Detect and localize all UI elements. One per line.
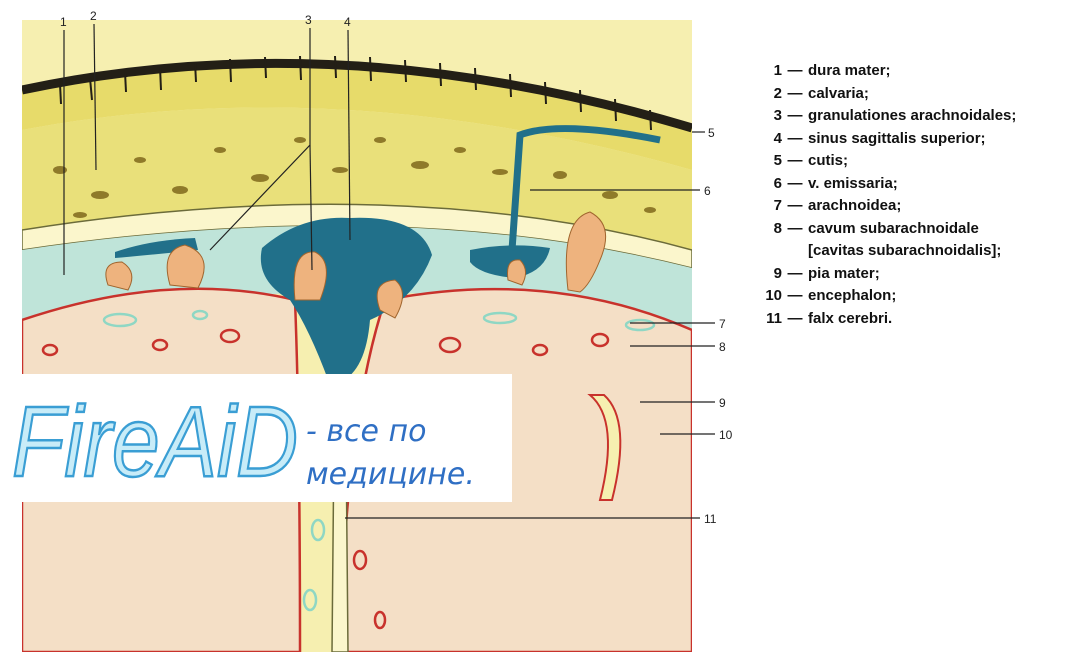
legend-text: cavum subarachnoidale	[808, 218, 979, 241]
legend-item-7: 7 — arachnoidea;	[752, 195, 1070, 218]
watermark-tagline-1: - все по	[306, 414, 427, 449]
legend-text: arachnoidea;	[808, 195, 901, 218]
legend-item-2: 2 — calvaria;	[752, 83, 1070, 106]
legend-number: 1	[752, 60, 782, 83]
legend-number: 9	[752, 263, 782, 286]
callout-4: 4	[344, 15, 351, 29]
legend: 1 — dura mater; 2 — calvaria; 3 — granul…	[752, 60, 1070, 330]
legend-number: 5	[752, 150, 782, 173]
legend-item-8: 8 — cavum subarachnoidale	[752, 218, 1070, 241]
callout-2: 2	[90, 9, 97, 23]
legend-text: sinus sagittalis superior;	[808, 128, 986, 151]
watermark-tagline-2: медицине.	[306, 457, 475, 492]
legend-dash: —	[782, 83, 808, 106]
legend-number: 10	[752, 285, 782, 308]
legend-number: 8	[752, 218, 782, 241]
legend-number: 3	[752, 105, 782, 128]
legend-dash: —	[782, 105, 808, 128]
legend-item-5: 5 — cutis;	[752, 150, 1070, 173]
callout-11: 11	[704, 512, 717, 526]
legend-item-4: 4 — sinus sagittalis superior;	[752, 128, 1070, 151]
legend-dash: —	[782, 218, 808, 241]
legend-number: 11	[752, 308, 782, 331]
legend-text: v. emissaria;	[808, 173, 898, 196]
legend-dash: —	[782, 173, 808, 196]
callout-6: 6	[704, 184, 711, 198]
legend-text: calvaria;	[808, 83, 869, 106]
legend-dash: —	[782, 285, 808, 308]
legend-item-8-continuation: [cavitas subarachnoidalis];	[752, 240, 1070, 263]
callout-8: 8	[719, 340, 726, 354]
callout-7: 7	[719, 317, 726, 331]
legend-item-6: 6 — v. emissaria;	[752, 173, 1070, 196]
callout-10: 10	[719, 428, 733, 442]
legend-dash: —	[782, 60, 808, 83]
fireaid-logo-text: FireAiD	[12, 386, 298, 498]
legend-dash: —	[782, 150, 808, 173]
legend-text: cutis;	[808, 150, 848, 173]
legend-item-1: 1 — dura mater;	[752, 60, 1070, 83]
legend-number: 4	[752, 128, 782, 151]
legend-item-3: 3 — granulationes arachnoidales;	[752, 105, 1070, 128]
legend-dash: —	[782, 263, 808, 286]
legend-text: pia mater;	[808, 263, 880, 286]
legend-text: granulationes arachnoidales;	[808, 105, 1016, 128]
legend-dash: —	[782, 308, 808, 331]
legend-number: 2	[752, 83, 782, 106]
legend-item-10: 10 — encephalon;	[752, 285, 1070, 308]
legend-text: falx cerebri.	[808, 308, 892, 331]
callout-5: 5	[708, 126, 715, 140]
legend-dash: —	[782, 195, 808, 218]
legend-item-11: 11 — falx cerebri.	[752, 308, 1070, 331]
legend-number: 6	[752, 173, 782, 196]
legend-item-9: 9 — pia mater;	[752, 263, 1070, 286]
legend-dash: —	[782, 128, 808, 151]
legend-text: encephalon;	[808, 285, 896, 308]
fireaid-logo: FireAiD	[10, 376, 302, 500]
legend-text: dura mater;	[808, 60, 891, 83]
callout-9: 9	[719, 396, 726, 410]
callout-1: 1	[60, 15, 67, 29]
callout-3: 3	[305, 13, 312, 27]
legend-number: 7	[752, 195, 782, 218]
